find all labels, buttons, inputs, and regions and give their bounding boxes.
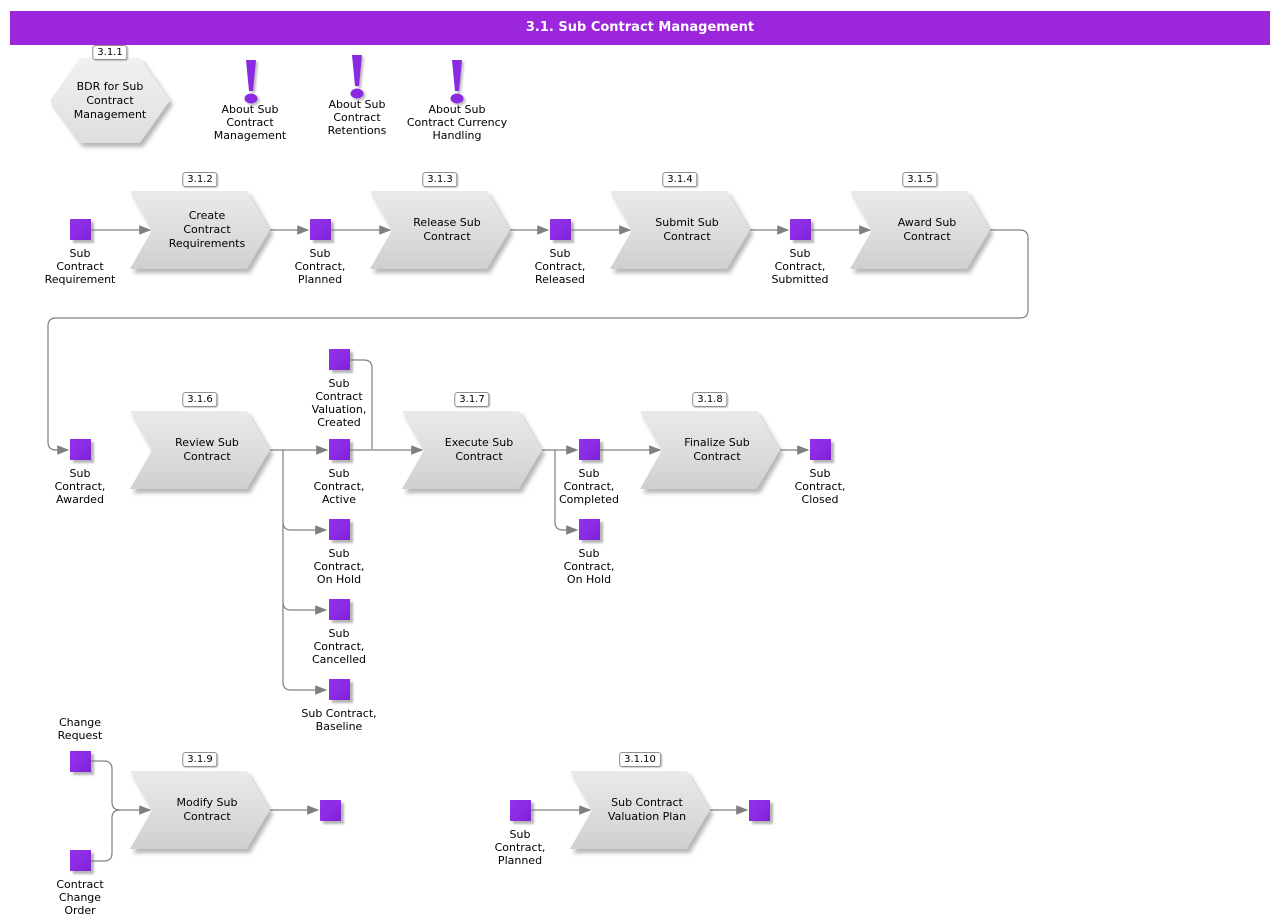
process-review-sub-contract[interactable]: Review Sub Contract [130,411,270,489]
process-label: Finalize Sub Contract [640,411,780,489]
tag-3-1-7[interactable]: 3.1.7 [454,392,490,407]
process-submit-sub-contract[interactable]: Submit Sub Contract [610,191,750,269]
process-execute-sub-contract[interactable]: Execute Sub Contract [402,411,542,489]
process-modify-sub-contract[interactable]: Modify Sub Contract [130,771,270,849]
title-bar: 3.1. Sub Contract Management [10,11,1270,45]
process-label: Sub Contract Valuation Plan [570,771,710,849]
connector [282,601,328,615]
state-label: Sub Contract, Planned [494,828,546,867]
process-sub-contract-valuation-plan[interactable]: Sub Contract Valuation Plan [570,771,710,849]
state-sub-contract-submitted[interactable] [790,219,811,240]
state-modify-output[interactable] [320,800,341,821]
state-sub-contract-closed[interactable] [810,439,831,460]
state-label: Sub Contract, On Hold [313,547,365,586]
tag-3-1-9[interactable]: 3.1.9 [182,752,218,767]
process-label: Submit Sub Contract [610,191,750,269]
state-sub-contract-on-hold-2[interactable] [579,519,600,540]
state-sub-contract-valuation-created[interactable] [329,349,350,370]
state-label: Contract Change Order [56,878,104,915]
bdr-hexagon[interactable]: BDR for Sub Contract Management [50,58,170,143]
state-label: Sub Contract, Baseline [301,707,377,733]
state-label: Sub Contract, Awarded [54,467,106,506]
process-create-contract-requirements[interactable]: Create Contract Requirements [130,191,270,269]
state-sub-contract-released[interactable] [550,219,571,240]
state-sub-contract-active[interactable] [329,439,350,460]
state-sub-contract-requirement[interactable] [70,219,91,240]
tag-3-1-4[interactable]: 3.1.4 [662,172,698,187]
state-sub-contract-planned-2[interactable] [510,800,531,821]
state-change-request[interactable] [70,751,91,772]
state-contract-change-order[interactable] [70,850,91,871]
process-label: Create Contract Requirements [130,191,270,269]
state-label: Change Request [57,716,103,742]
state-label: Sub Contract, Completed [559,467,619,506]
process-finalize-sub-contract[interactable]: Finalize Sub Contract [640,411,780,489]
note-label: About Sub Contract Management [213,103,287,142]
tag-3-1-10[interactable]: 3.1.10 [619,752,661,767]
process-label: Review Sub Contract [130,411,270,489]
state-label: Sub Contract, Planned [294,247,346,286]
state-label: Sub Contract Requirement [44,247,116,286]
process-release-sub-contract[interactable]: Release Sub Contract [370,191,510,269]
state-label: Sub Contract, Closed [794,467,846,506]
state-label: Sub Contract, Active [313,467,365,506]
state-label: Sub Contract, Released [534,247,586,286]
state-label: Sub Contract, On Hold [563,547,615,586]
note-label: About Sub Contract Retentions [327,98,387,137]
state-sub-contract-completed[interactable] [579,439,600,460]
process-label: Award Sub Contract [850,191,990,269]
tag-3-1-8[interactable]: 3.1.8 [692,392,728,407]
process-award-sub-contract[interactable]: Award Sub Contract [850,191,990,269]
tag-3-1-2[interactable]: 3.1.2 [182,172,218,187]
connector [282,521,328,535]
state-sub-contract-baseline[interactable] [329,679,350,700]
tag-3-1-1[interactable]: 3.1.1 [92,45,128,60]
exclamation-icon[interactable] [238,59,264,109]
note-label: About Sub Contract Currency Handling [406,103,508,142]
state-valuation-plan-output[interactable] [749,800,770,821]
state-sub-contract-on-hold[interactable] [329,519,350,540]
process-label: Modify Sub Contract [130,771,270,849]
tag-3-1-6[interactable]: 3.1.6 [182,392,218,407]
state-label: Sub Contract, Submitted [771,247,829,286]
page-title: 3.1. Sub Contract Management [525,20,755,35]
tag-3-1-5[interactable]: 3.1.5 [902,172,938,187]
process-label: Release Sub Contract [370,191,510,269]
connector [91,809,121,862]
exclamation-icon[interactable] [344,54,370,104]
state-sub-contract-awarded[interactable] [70,439,91,460]
state-label: Sub Contract Valuation, Created [311,377,367,429]
tag-3-1-3[interactable]: 3.1.3 [422,172,458,187]
process-label: Execute Sub Contract [402,411,542,489]
state-sub-contract-cancelled[interactable] [329,599,350,620]
state-sub-contract-planned[interactable] [310,219,331,240]
bdr-hexagon-label: BDR for Sub Contract Management [50,58,170,143]
exclamation-icon[interactable] [444,59,470,109]
state-label: Sub Contract, Cancelled [311,627,367,666]
